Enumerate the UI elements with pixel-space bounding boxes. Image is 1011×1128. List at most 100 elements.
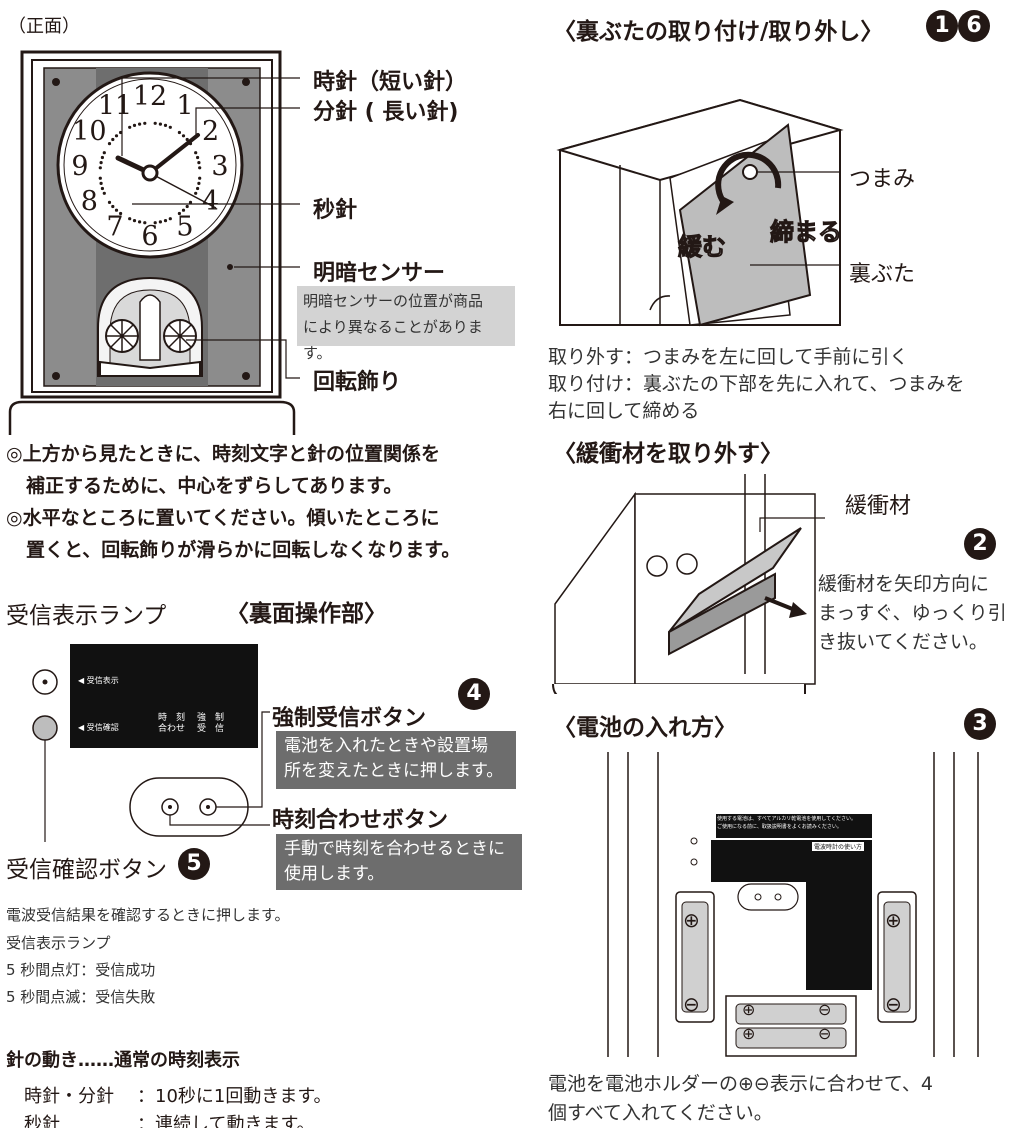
minute-dot	[158, 220, 162, 224]
cover-remove-text: 取り外す：つまみを左に回して手前に引く	[548, 346, 909, 368]
battery-plus-bottom-1: ⊕	[742, 1000, 756, 1019]
panel-label-confirm: ◀ 受信確認	[78, 723, 119, 732]
minute-dot	[153, 121, 157, 125]
minute-dot	[163, 219, 168, 223]
cushion-block	[668, 527, 802, 633]
battery-note-2: 個すべて入れてください。	[548, 1102, 773, 1124]
lamp-success: 5 秒間点灯：受信成功	[6, 961, 156, 979]
loosen-label: 緩む	[678, 233, 727, 262]
time-set-button-label: 時刻合わせボタン	[272, 808, 449, 833]
clock-numeral: 6	[141, 221, 158, 252]
cover-title: 〈裏ぶたの取り付け/取り外し〉	[553, 19, 884, 45]
minute-dot	[111, 137, 115, 142]
minute-dot	[128, 125, 132, 129]
knob-icon[interactable]	[742, 164, 758, 180]
battery-minus-left: ⊖	[683, 992, 700, 1016]
minute-dot	[114, 134, 119, 138]
force-button-badge: 4	[458, 678, 490, 710]
lamp-fail: 5 秒間点滅：受信失敗	[6, 988, 156, 1006]
note-line-2: 補正するために、中心をずらしてあります。	[26, 475, 403, 497]
minute-dot	[114, 208, 119, 212]
panel-time-2: 合わせ	[158, 724, 186, 734]
minute-dot	[181, 208, 186, 212]
second-hand-label: 秒針	[313, 198, 358, 223]
force-button-label: 強制受信ボタン	[272, 706, 427, 731]
battery-title: 〈電池の入れ方〉	[553, 715, 737, 741]
note-line-1: ◎上方から見たときに、時刻文字と針の位置関係を	[6, 443, 441, 465]
confirm-button-icon[interactable]	[32, 715, 58, 741]
note-line-3: ◎水平なところに置いてください。傾いたところに	[6, 507, 440, 529]
minute-dot	[188, 200, 193, 204]
cushion-note-1: 緩衝材を矢印方向に	[818, 573, 990, 595]
minute-dot	[132, 219, 137, 223]
minute-dot	[197, 161, 201, 165]
force-button-note: 電池を入れたときや設置場 所を変えたときに押します。	[276, 731, 516, 789]
minute-dot	[143, 221, 147, 225]
clock-numeral: 7	[106, 212, 123, 243]
time-set-button-note: 手動で時刻を合わせるときに 使用します。	[276, 834, 522, 890]
hands-row1-value: ：10秒に1回動きます。	[137, 1086, 332, 1107]
lamp-title: 受信表示ランプ	[6, 603, 167, 629]
clock-numeral: 12	[133, 81, 167, 112]
minute-dot	[194, 151, 198, 155]
front-label: （正面）	[8, 16, 80, 37]
minute-dot	[168, 125, 172, 129]
minute-dot	[163, 123, 168, 127]
second-hand	[149, 172, 217, 209]
back-panel-illustration	[32, 644, 270, 842]
cover-badge-6: 6	[958, 10, 990, 42]
battery-label-side-title: 電波時計の使い方	[812, 842, 865, 851]
lamp-label-text: 受信表示ランプ	[6, 934, 111, 952]
minute-dot	[98, 176, 102, 180]
minute-dot	[143, 121, 147, 125]
minute-dot	[177, 211, 181, 216]
knob-label: つまみ	[849, 167, 916, 192]
hands-row2-value: ：連続して動きます。	[137, 1114, 315, 1128]
hands-motion-title: 針の動き……通常の時刻表示	[6, 1050, 240, 1071]
minute-dot	[99, 161, 103, 165]
minute-dot	[119, 211, 123, 216]
confirm-button-label: 受信確認ボタン	[6, 857, 167, 883]
panel-force-2: 受 信	[197, 724, 225, 734]
panel-label-display: ◀ 受信表示	[78, 676, 119, 685]
battery-plus-left: ⊕	[683, 908, 700, 932]
battery-badge: 3	[964, 708, 996, 740]
minute-dot	[107, 200, 112, 204]
rotating-ornament-label: 回転飾り	[313, 370, 402, 395]
cushion-illustration	[552, 474, 825, 694]
minute-dot	[177, 130, 181, 135]
cover-badge-1: 1	[926, 10, 958, 42]
back-panel-title: 〈裏面操作部〉	[226, 601, 387, 627]
confirm-button-badge: 5	[178, 848, 210, 880]
minute-dot	[100, 186, 104, 191]
clock-numeral: 2	[202, 116, 219, 147]
minute-dot	[102, 151, 106, 155]
light-sensor-icon	[227, 264, 233, 270]
battery-note-1: 電池を電池ホルダーの⊕⊖表示に合わせて、4	[548, 1073, 933, 1095]
minute-dot	[196, 155, 200, 160]
battery-minus-right: ⊖	[885, 992, 902, 1016]
minute-hand	[148, 133, 200, 175]
battery-plus-right: ⊕	[885, 908, 902, 932]
battery-compartment-illustration	[607, 752, 979, 1057]
minute-dot	[158, 122, 162, 126]
cushion-badge: 2	[964, 528, 996, 560]
minute-dot	[107, 142, 112, 146]
minute-dot	[181, 134, 186, 138]
minute-dot	[132, 123, 137, 127]
minute-hand-label: 分針 ( 長い針)	[313, 100, 459, 125]
cover-attach-text-1: 取り付け：裏ぶたの下部を先に入れて、つまみを	[548, 373, 965, 395]
minute-dot	[198, 166, 202, 170]
minute-dot	[128, 217, 132, 221]
minute-dot	[99, 181, 103, 185]
cushion-note-2: まっすぐ、ゆっくり引	[818, 602, 1007, 624]
back-cover-illustration	[556, 98, 844, 327]
hands-row2-label: 秒針	[24, 1114, 60, 1128]
clock-numeral: 3	[211, 151, 228, 182]
minute-dot	[168, 217, 172, 221]
clock-numeral: 1	[176, 90, 193, 121]
minute-dot	[197, 181, 201, 185]
battery-label-top-2: ご使用になる前に、取扱説明書をよくお読みください。	[717, 824, 842, 830]
